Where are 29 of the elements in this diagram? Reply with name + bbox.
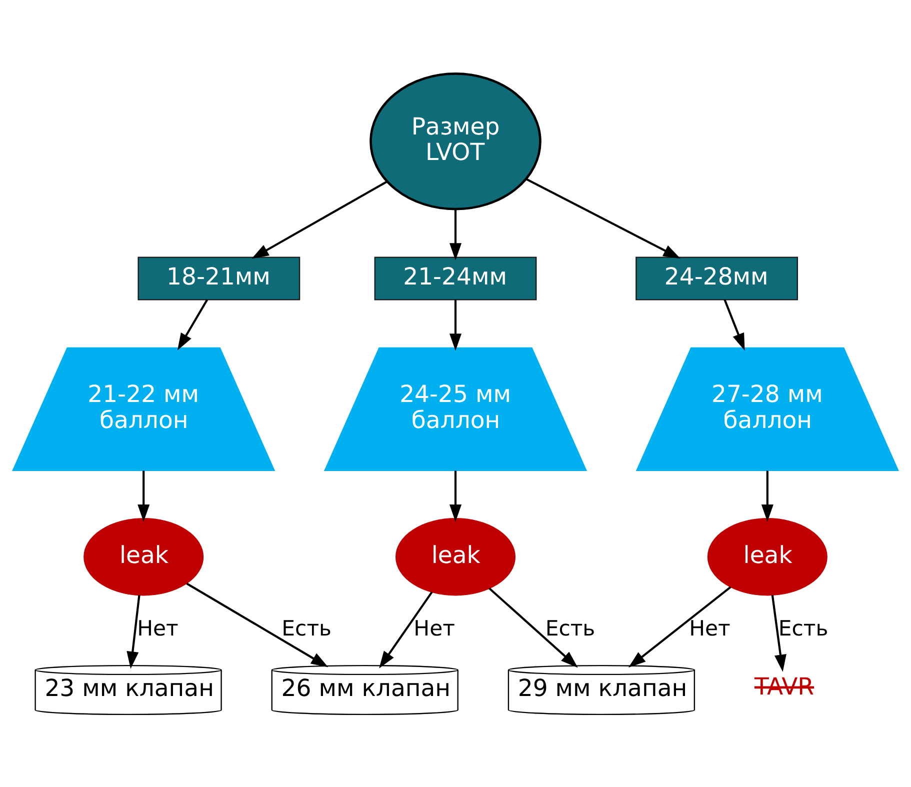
arrow bbox=[488, 587, 578, 668]
edge-label: Нет bbox=[137, 615, 178, 640]
arrow bbox=[252, 180, 388, 258]
arrow bbox=[449, 208, 462, 260]
node-ellipse: leak bbox=[395, 518, 516, 596]
arrow bbox=[379, 590, 433, 668]
node-ellipse: leak bbox=[84, 518, 204, 596]
edge-label: Нет bbox=[689, 615, 730, 640]
arrow bbox=[526, 178, 680, 258]
arrow bbox=[177, 298, 208, 350]
arrow bbox=[449, 299, 462, 350]
arrow bbox=[724, 298, 745, 350]
node-box: 21-24мм bbox=[374, 256, 537, 300]
arrow bbox=[126, 594, 140, 668]
arrow bbox=[186, 582, 328, 667]
edge-label: Есть bbox=[778, 615, 828, 640]
node-box: 24-28мм bbox=[636, 256, 798, 300]
arrow bbox=[628, 586, 732, 668]
edge-label: Есть bbox=[545, 615, 596, 640]
node-box: 18-21мм bbox=[138, 256, 300, 300]
arrow bbox=[449, 470, 462, 522]
edge-label: Нет bbox=[414, 615, 455, 640]
node-ellipse: leak bbox=[707, 518, 828, 596]
arrow bbox=[771, 594, 786, 672]
arrow bbox=[761, 470, 774, 522]
node-ellipse: Размер LVOT bbox=[370, 72, 542, 210]
node-text: TAVR bbox=[754, 672, 814, 700]
arrow bbox=[138, 470, 150, 522]
edge-label: Есть bbox=[282, 615, 332, 640]
